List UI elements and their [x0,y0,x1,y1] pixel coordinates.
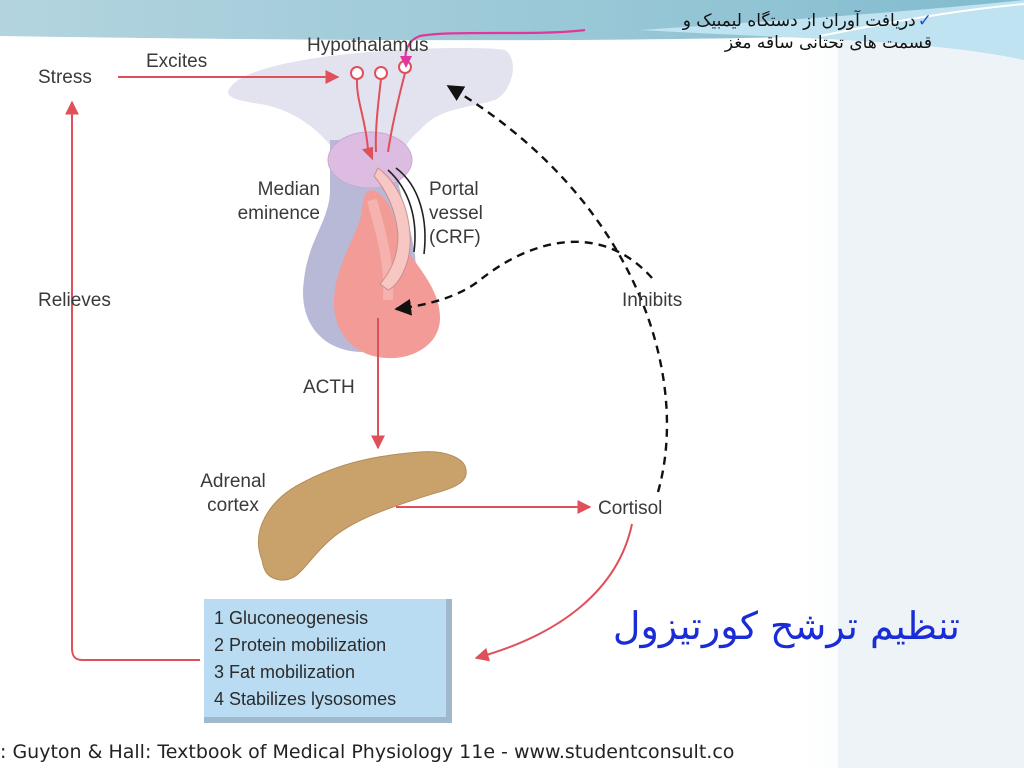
effect-item: 4 Stabilizes lysosomes [214,689,397,709]
effect-item: 2 Protein mobilization [214,635,387,655]
effect-item: 3 Fat mobilization [214,662,356,682]
top-band-line [819,3,1024,37]
label-median-eminence: Median eminence [237,179,320,224]
checkmark-icon: ✓ [917,11,932,31]
source-credit: : Guyton & Hall: Textbook of Medical Phy… [0,741,735,763]
inhibits-pituitary-arrow [394,240,653,316]
red-arrows [65,70,633,662]
label-stress: Stress [38,67,92,88]
note-line-2: قسمت های تحتانی ساقه مغز [724,33,932,54]
top-band-swoosh [640,0,1024,60]
inhibition-arrows [394,84,669,493]
label-cortisol: Cortisol [598,498,663,519]
label-hypothalamus: Hypothalamus [307,35,429,56]
portal-vessel-lines [387,167,426,255]
limbic-afferents-note: ✓دریافت آوران از دستگاه لیمبیک و قسمت ها… [572,10,932,54]
note-line-1: دریافت آوران از دستگاه لیمبیک و [682,11,916,31]
label-relieves: Relieves [38,290,111,311]
right-side-panel [838,0,1024,768]
label-excites: Excites [146,51,208,72]
label-acth: ACTH [303,377,355,398]
cortisol-effects-box: 1 Gluconeogenesis 2 Protein mobilization… [204,599,452,723]
median-eminence-shape [327,131,413,189]
adrenal-cortex-shape [257,451,467,581]
relieves-arrow [65,100,200,661]
label-inhibits: Inhibits [622,290,683,311]
label-adrenal-cortex: Adrenal cortex [200,471,266,516]
crf-neurons [350,60,412,161]
limbic-afferent-arrow [404,28,586,63]
cortisol-effects-arrow [474,523,633,662]
label-portal-vessel: Portal vessel (CRF) [429,179,483,248]
slide-title: تنظیم ترشح کورتیزول [612,604,960,648]
effect-item: 1 Gluconeogenesis [214,608,369,628]
